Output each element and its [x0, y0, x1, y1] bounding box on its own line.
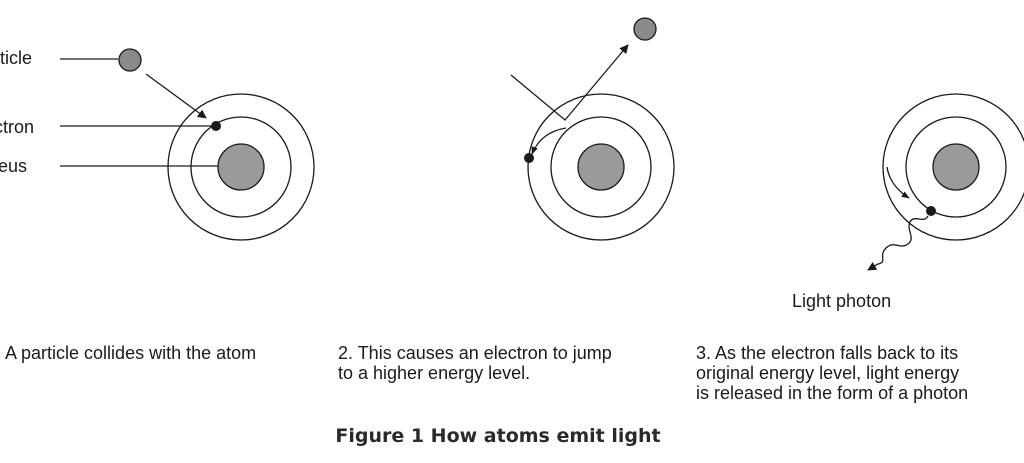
- caption-1: . A particle collides with the atom: [0, 343, 256, 363]
- nucleus: [217, 143, 265, 191]
- electron-label: ctron: [0, 117, 34, 137]
- caption-1-line-1: . A particle collides with the atom: [0, 343, 256, 363]
- caption-3-line-3: is released in the form of a photon: [696, 383, 968, 403]
- caption-3-line-1: 3. As the electron falls back to its: [696, 343, 958, 363]
- figure-title: Figure 1 How atoms emit light: [335, 425, 660, 447]
- outer-orbit: [167, 93, 315, 241]
- panel-3: Light photon: [792, 93, 1024, 311]
- electron: [211, 121, 221, 131]
- returning-electron: [926, 206, 936, 216]
- nucleus: [932, 143, 980, 191]
- outer-orbit: [882, 93, 1024, 241]
- caption-3-line-2: original energy level, light energy: [696, 363, 959, 383]
- excited-electron: [524, 153, 534, 163]
- caption-3: 3. As the electron falls back to its ori…: [696, 343, 968, 403]
- inner-orbit: [550, 116, 652, 218]
- deflected-particle: [633, 17, 657, 41]
- nucleus-label: leus: [0, 156, 27, 176]
- caption-2-line-2: to a higher energy level.: [338, 363, 530, 383]
- panel-2: [510, 17, 675, 241]
- panel-1: rticle ctron leus: [0, 48, 315, 241]
- nucleus: [577, 143, 625, 191]
- inner-orbit: [190, 116, 292, 218]
- electron-fall-arrow: [886, 166, 910, 199]
- caption-2: 2. This causes an electron to jump to a …: [338, 343, 612, 383]
- caption-2-line-1: 2. This causes an electron to jump: [338, 343, 612, 363]
- electron-jump-arrow: [531, 127, 567, 155]
- particle-label: rticle: [0, 48, 32, 68]
- collision-arrow: [145, 73, 207, 119]
- inner-orbit: [905, 116, 1007, 218]
- deflected-particle-path: [510, 44, 629, 121]
- incoming-particle: [118, 48, 142, 72]
- photon-wave: [867, 215, 929, 271]
- photon-label: Light photon: [792, 291, 891, 311]
- outer-orbit: [527, 93, 675, 241]
